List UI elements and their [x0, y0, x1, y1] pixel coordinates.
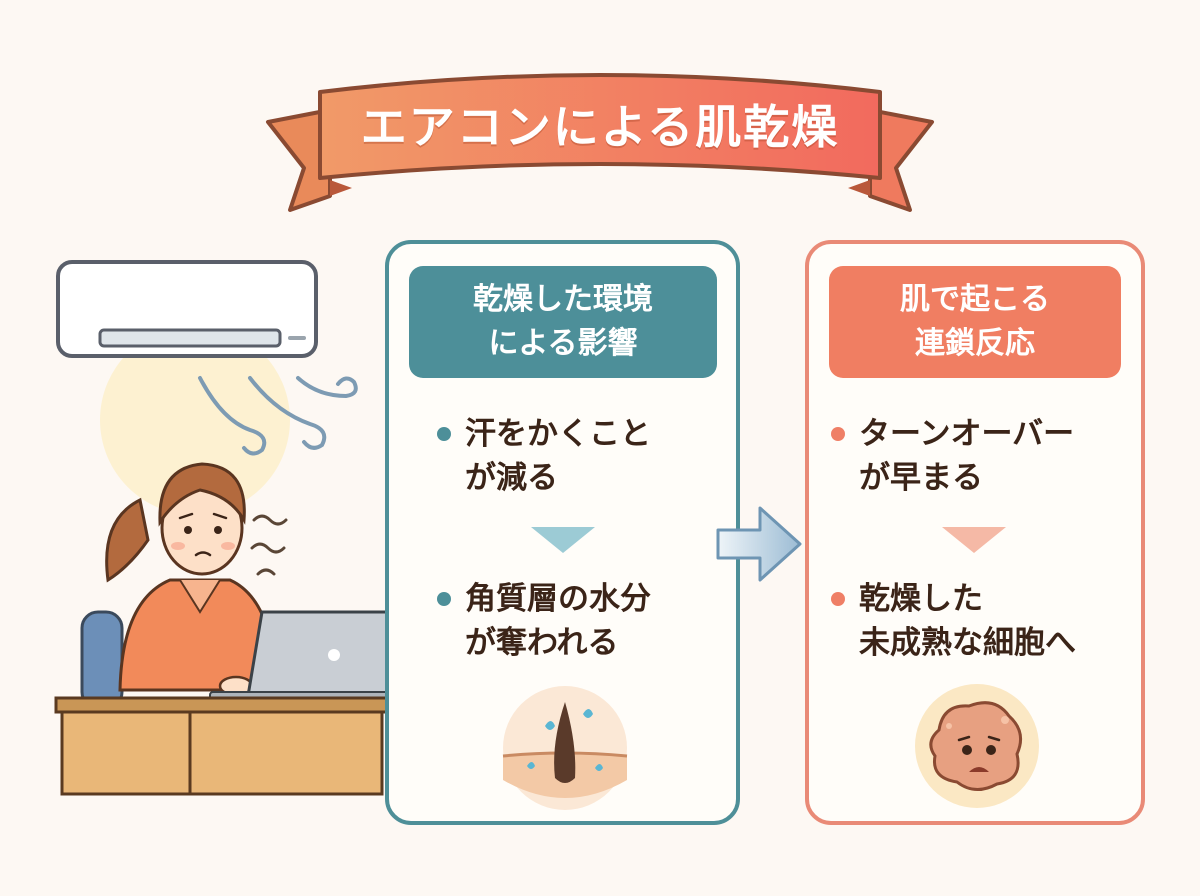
title-ribbon	[266, 73, 934, 212]
worried-woman-icon	[105, 462, 278, 697]
bullet-dot	[437, 427, 451, 441]
bullet-turnover-faster: ターンオーバー が早まる	[827, 412, 1074, 500]
skin-pore-icon	[502, 686, 628, 810]
heading-line-1: 乾燥した環境	[473, 282, 653, 317]
bullet-line-2: が早まる	[859, 460, 983, 496]
bullet-sweat-reduced: 汗をかくこと が減る	[433, 412, 651, 500]
bullet-dot	[831, 592, 845, 606]
skin-reaction-heading: 肌で起こる 連鎖反応	[829, 266, 1121, 378]
air-conditioner-icon	[56, 260, 318, 358]
arrow-right-icon	[716, 506, 802, 582]
bullet-line-2: 未成熟な細胞へ	[859, 625, 1076, 661]
bullet-line-1: 汗をかくこと	[465, 416, 651, 452]
bullet-moisture-lost: 角質層の水分 が奪われる	[433, 577, 651, 665]
wind-icon	[198, 376, 358, 456]
environment-effects-heading: 乾燥した環境 による影響	[409, 266, 717, 378]
skin-reaction-panel: 肌で起こる 連鎖反応 ターンオーバー が早まる 乾燥した 未成熟な細胞へ	[805, 240, 1145, 825]
heading-line-1: 肌で起こる	[900, 282, 1050, 317]
heading-line-2: 連鎖反応	[915, 326, 1035, 361]
heading-line-2: による影響	[488, 326, 638, 361]
bullet-line-1: 乾燥した	[859, 581, 983, 617]
office-illustration	[54, 260, 390, 796]
bullet-dot	[437, 592, 451, 606]
environment-effects-panel: 乾燥した環境 による影響 汗をかくこと が減る 角質層の水分 が奪われる	[385, 240, 740, 825]
bullet-immature-cells: 乾燥した 未成熟な細胞へ	[827, 577, 1076, 665]
bullet-dot	[831, 427, 845, 441]
down-arrow-icon	[942, 527, 1006, 553]
bullet-line-1: ターンオーバー	[859, 416, 1075, 452]
down-arrow-icon	[531, 527, 595, 553]
page-title: エアコンによる肌乾燥	[360, 100, 840, 154]
bullet-line-2: が奪われる	[465, 625, 619, 661]
bullet-line-2: が減る	[465, 460, 558, 496]
sad-cell-icon	[915, 684, 1039, 808]
bullet-line-1: 角質層の水分	[465, 581, 651, 617]
